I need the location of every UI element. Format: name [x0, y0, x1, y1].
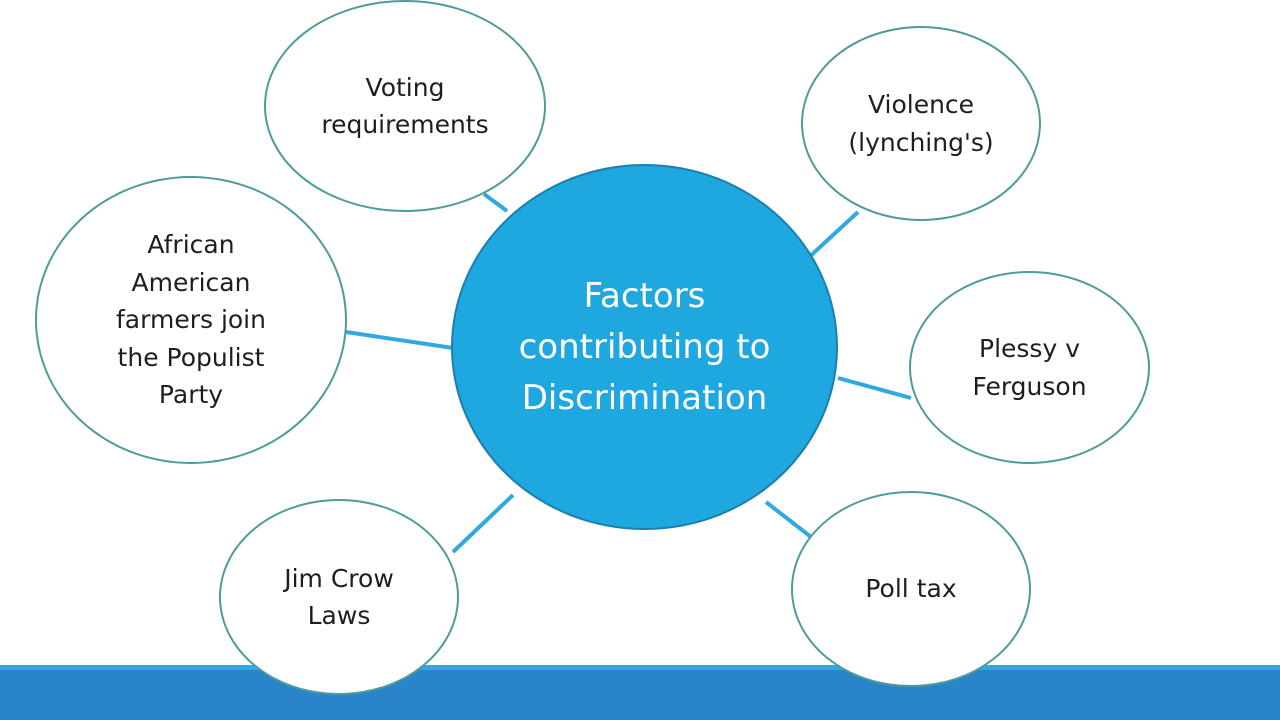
connector-polltax [764, 500, 813, 539]
center-topic: Factors contributing to Discrimination [451, 164, 838, 530]
footer-band [0, 670, 1280, 720]
footer-accent-line [0, 665, 1280, 670]
connector-farmers [345, 330, 454, 350]
node-label: Plessy v Ferguson [972, 334, 1087, 401]
connector-plessy [837, 376, 912, 400]
connector-violence [804, 210, 860, 262]
connector-voting [482, 192, 509, 213]
center-topic-label: Factors contributing to Discrimination [518, 275, 771, 418]
node-label: Voting requirements [321, 72, 489, 140]
node-label: Violence (lynching's) [848, 90, 994, 157]
node-label: Poll tax [865, 574, 957, 604]
connector-jimcrow [451, 493, 515, 554]
node-label: Jim Crow Laws [284, 563, 394, 631]
node-violence: Violence (lynching's) [801, 26, 1041, 221]
node-african-american-farmers: African American farmers join the Populi… [35, 176, 347, 464]
node-plessy-v-ferguson: Plessy v Ferguson [909, 271, 1150, 464]
node-voting-requirements: Voting requirements [264, 0, 546, 212]
node-label: African American farmers join the Populi… [116, 230, 266, 410]
node-jim-crow-laws: Jim Crow Laws [219, 499, 459, 695]
node-poll-tax: Poll tax [791, 491, 1031, 687]
